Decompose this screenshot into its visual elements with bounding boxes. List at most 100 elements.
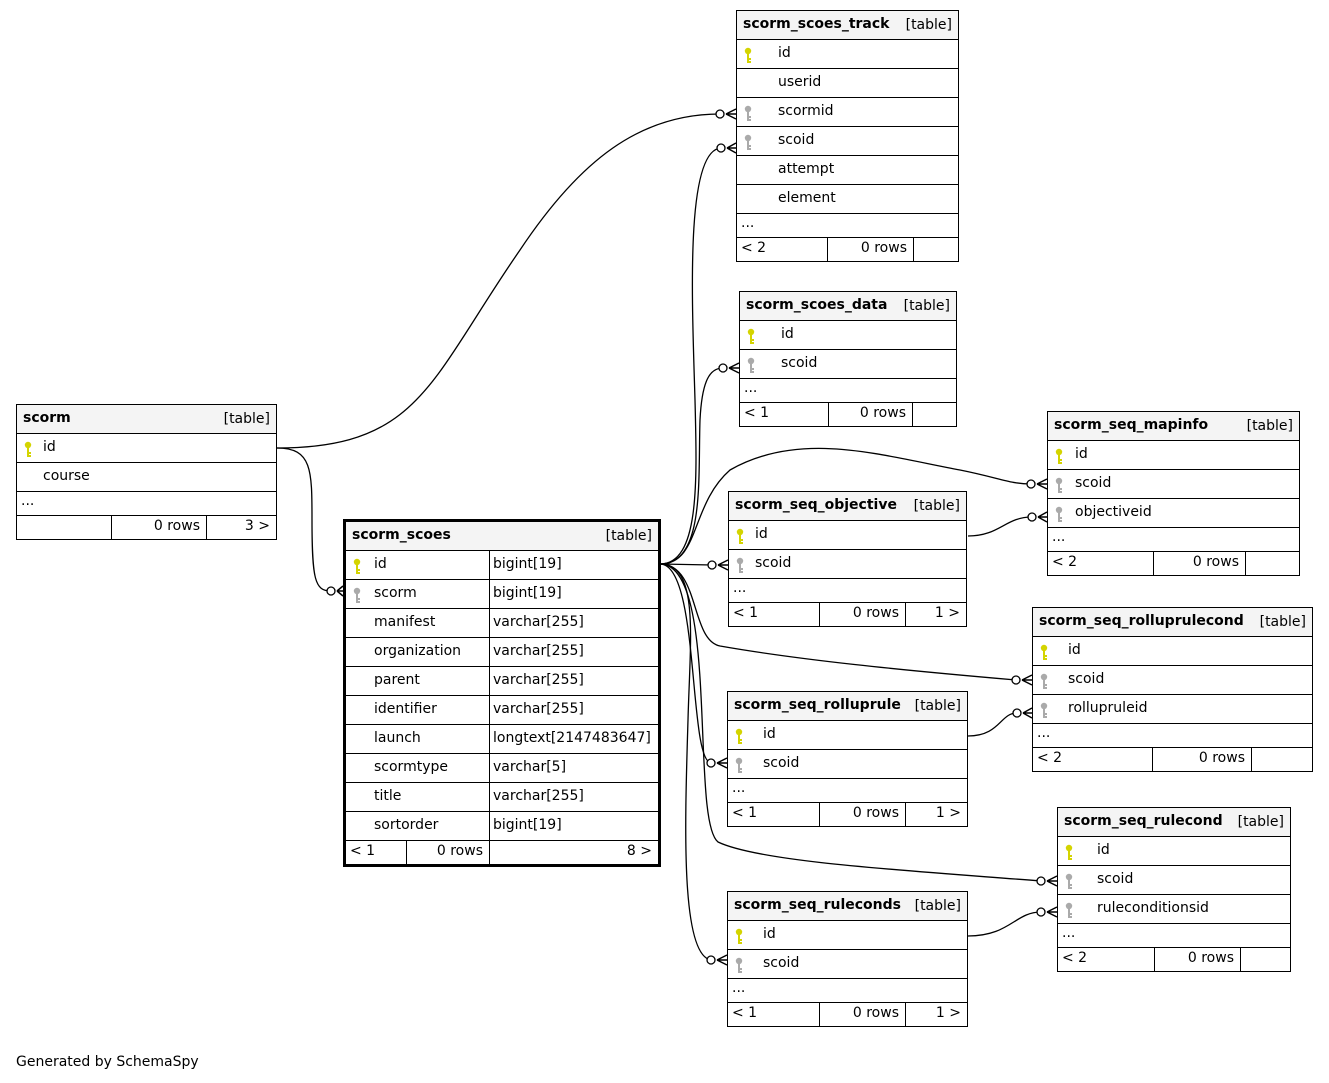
parents-count[interactable] (17, 516, 111, 539)
column-row[interactable]: scoid (1048, 470, 1299, 499)
column-name: manifest (374, 614, 436, 630)
column-row[interactable]: ruleconditionsid (1058, 895, 1290, 924)
column-name: id (1068, 642, 1081, 658)
column-row[interactable]: scoid (740, 350, 956, 379)
table-footer: < 2 0 rows (1033, 748, 1312, 771)
table-header[interactable]: scorm_seq_rolluprulecond[table] (1033, 608, 1312, 637)
column-row[interactable]: id (729, 521, 966, 550)
parents-count[interactable]: < 1 (744, 405, 770, 421)
children-count[interactable]: 1 > (905, 1003, 967, 1026)
column-row[interactable]: scoid (737, 127, 958, 156)
column-type: bigint[19] (493, 817, 562, 833)
parents-count[interactable]: < 1 (732, 1005, 758, 1021)
children-count[interactable] (912, 403, 956, 426)
parents-count[interactable]: < 2 (741, 240, 767, 256)
parents-count[interactable]: < 2 (1052, 554, 1078, 570)
children-count[interactable] (1251, 748, 1312, 771)
parents-count[interactable]: < 1 (733, 605, 759, 621)
table-header[interactable]: scorm_scoes[table] (346, 522, 658, 551)
column-row[interactable]: scoid (1033, 666, 1312, 695)
column-row[interactable]: id (1033, 637, 1312, 666)
table-header[interactable]: scorm_scoes_data[table] (740, 292, 956, 321)
row-count: 0 rows (1153, 552, 1245, 575)
children-count[interactable]: 8 > (489, 841, 658, 864)
column-name: scoid (755, 555, 792, 571)
column-row[interactable]: title varchar[255] (346, 783, 658, 812)
column-row[interactable]: course (17, 463, 276, 492)
column-row[interactable]: id (740, 321, 956, 350)
table-name: scorm_scoes_track (743, 16, 890, 32)
table-header[interactable]: scorm_seq_rolluprule[table] (728, 692, 967, 721)
children-count[interactable] (1245, 552, 1299, 575)
table-header[interactable]: scorm[table] (17, 405, 276, 434)
column-row[interactable]: scoid (728, 750, 967, 779)
column-row[interactable]: scormid (737, 98, 958, 127)
foreign-key-icon (1039, 673, 1049, 691)
column-name: title (374, 788, 402, 804)
column-row[interactable]: userid (737, 69, 958, 98)
column-row[interactable]: scoid (729, 550, 966, 579)
table-header[interactable]: scorm_scoes_track[table] (737, 11, 958, 40)
table-header[interactable]: scorm_seq_mapinfo[table] (1048, 412, 1299, 441)
foreign-key-icon (1054, 477, 1064, 495)
more-columns: ... (1058, 924, 1290, 948)
table-header[interactable]: scorm_seq_objective[table] (729, 492, 966, 521)
column-name: course (43, 468, 90, 484)
parents-count[interactable]: < 2 (1062, 950, 1088, 966)
column-row[interactable]: id (1058, 837, 1290, 866)
children-count[interactable]: 3 > (206, 516, 276, 539)
column-name: id (43, 439, 56, 455)
column-row[interactable]: objectiveid (1048, 499, 1299, 528)
column-type: varchar[255] (493, 788, 584, 804)
column-name: id (781, 326, 794, 342)
row-count: 0 rows (1152, 748, 1251, 771)
children-count[interactable] (913, 238, 958, 261)
children-count[interactable] (1240, 948, 1290, 971)
column-row[interactable]: rollupruleid (1033, 695, 1312, 724)
edge-scoes-to-rolluprulecond-scoid (659, 563, 1017, 681)
edge-scoes-to-ruleconds-scoid (659, 563, 712, 961)
column-row[interactable]: id (1048, 441, 1299, 470)
table-header[interactable]: scorm_seq_rulecond[table] (1058, 808, 1290, 837)
parents-count[interactable]: < 1 (350, 843, 376, 859)
column-row[interactable]: attempt (737, 156, 958, 185)
column-row[interactable]: id (728, 921, 967, 950)
parents-count[interactable]: < 1 (732, 805, 758, 821)
parents-count[interactable]: < 2 (1037, 750, 1063, 766)
column-row[interactable]: id (17, 434, 276, 463)
children-count[interactable]: 1 > (905, 803, 967, 826)
column-row[interactable]: element (737, 185, 958, 214)
column-row[interactable]: scoid (1058, 866, 1290, 895)
table-header[interactable]: scorm_seq_ruleconds[table] (728, 892, 967, 921)
foreign-key-icon (734, 957, 744, 975)
column-row[interactable]: scoid (728, 950, 967, 979)
column-name: id (763, 726, 776, 742)
column-row[interactable]: id (737, 40, 958, 69)
children-count[interactable]: 1 > (905, 603, 966, 626)
more-columns: ... (728, 979, 967, 1003)
column-row[interactable]: id (728, 721, 967, 750)
